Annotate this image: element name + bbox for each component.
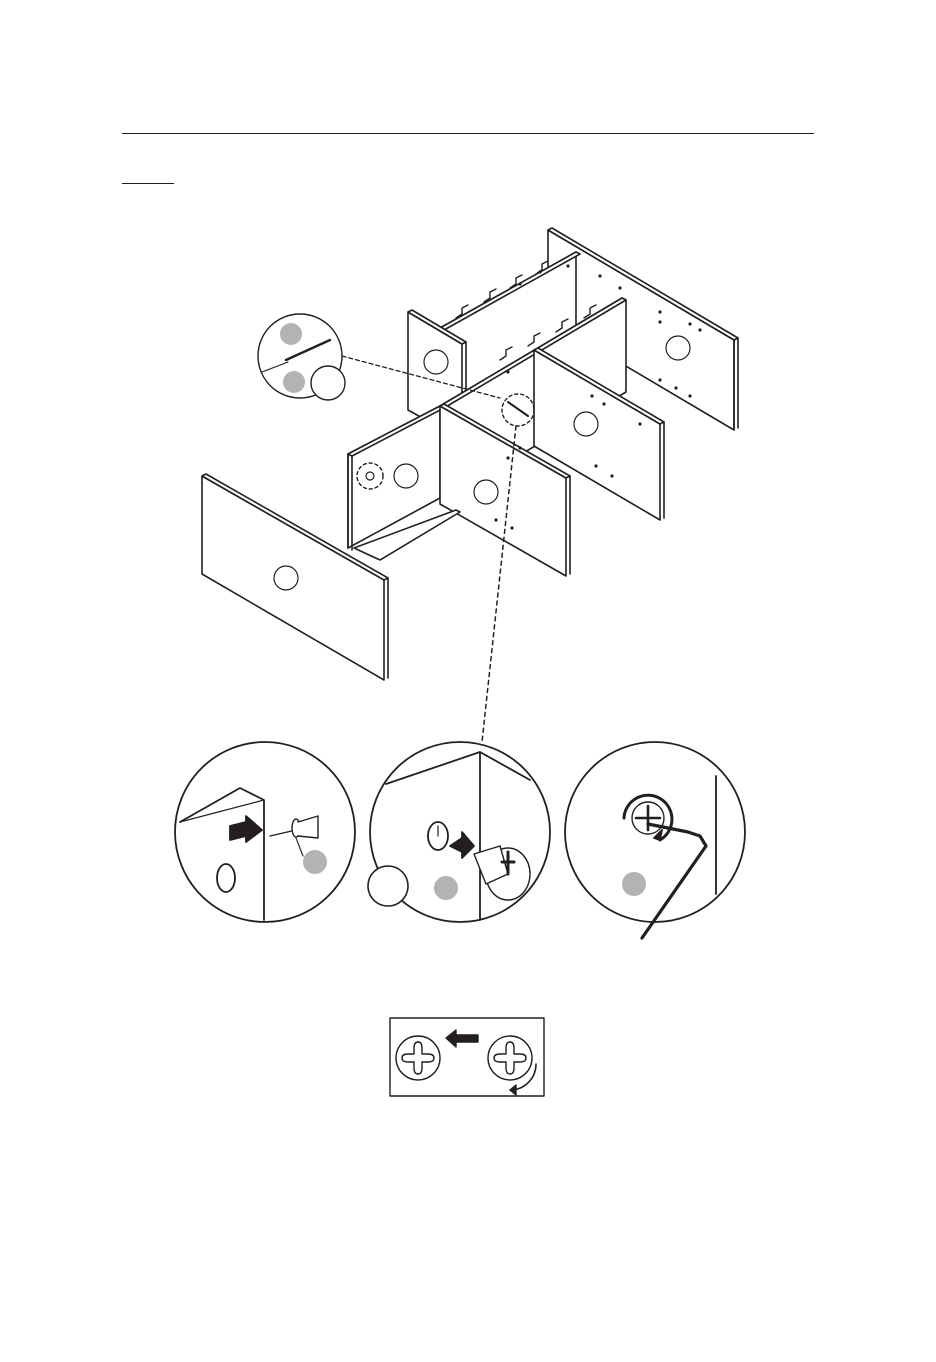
detail-tighten-cam-lock — [565, 742, 745, 938]
cam-lock-locked-icon — [396, 1036, 440, 1080]
screw-part-callout — [280, 323, 302, 345]
screw-part-callout-2 — [283, 371, 305, 393]
detail-insert-cam-lock — [368, 742, 550, 922]
bolt-part-callout — [303, 850, 327, 874]
cam-lock-rotation-hint — [390, 1018, 544, 1096]
cam-lock-part-callout — [434, 876, 458, 900]
cam-lock-open-icon — [488, 1036, 532, 1080]
step-ref-callout — [368, 866, 408, 906]
detail-insert-cam-bolt — [175, 742, 355, 922]
cabinet-exploded-view — [202, 228, 738, 680]
allen-key-part-callout — [622, 872, 646, 896]
